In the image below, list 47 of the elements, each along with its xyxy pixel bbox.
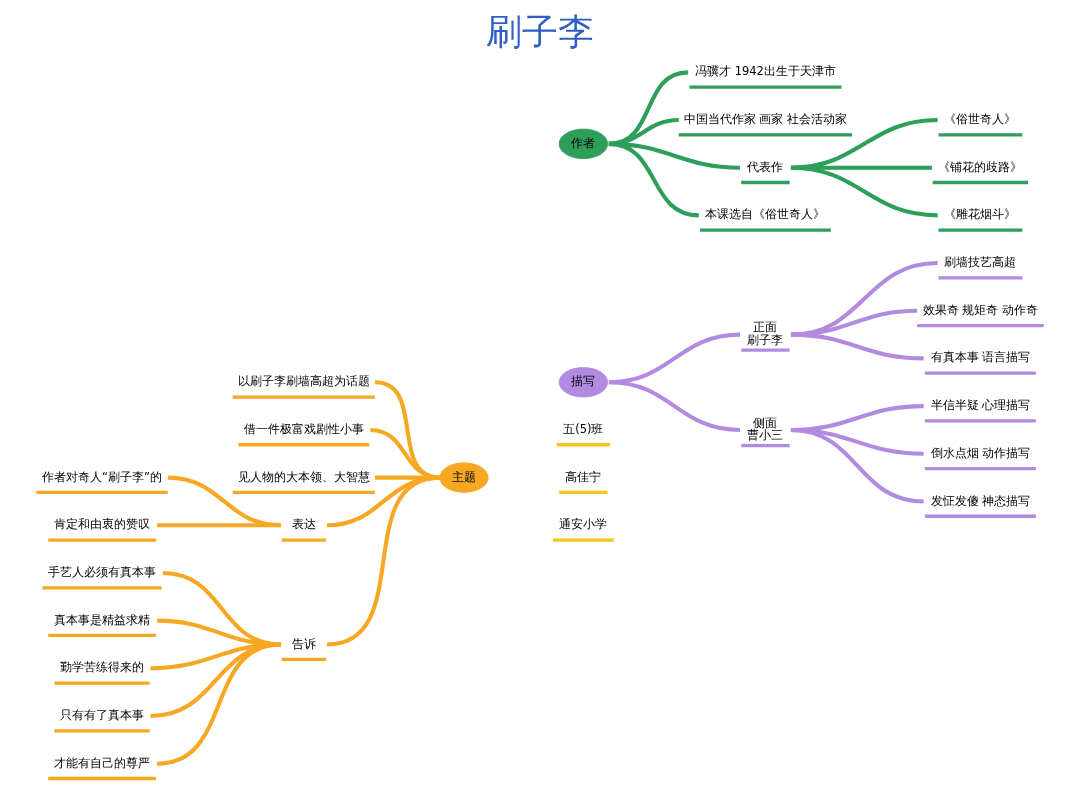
connector [608, 380, 741, 432]
node-text: 正面 刷子李 [747, 320, 784, 347]
connector [150, 642, 282, 719]
connector [790, 165, 938, 218]
node-text: 《俗世奇人》 [944, 112, 1017, 127]
node-text: 侧面 曹小三 [747, 415, 784, 443]
connector [326, 475, 441, 647]
connector [157, 618, 281, 647]
node-ellipse: 主题 [439, 462, 489, 493]
label: 通安小学 [559, 517, 608, 532]
node-text: 代表作 [747, 159, 784, 174]
node-text: 以刷子李刷墙高超为话题 [237, 374, 370, 389]
node-text: 《铺花的歧路》 [938, 159, 1023, 174]
connector [370, 427, 441, 480]
connector [790, 261, 938, 337]
connector [790, 308, 918, 337]
node-text: 借一件极富戏剧性小事 [243, 421, 364, 436]
node-text: 肯定和由衷的赞叹 [54, 517, 151, 532]
node-text: 表达 [291, 517, 316, 532]
node-text: 只有有了真本事 [60, 708, 145, 723]
node-text: 倒水点烟 动作描写 [930, 445, 1031, 460]
node-text: 《雕花烟斗》 [944, 207, 1017, 222]
node-text: 作者对奇人“刷子李”的 [42, 469, 163, 484]
node-text: 有真本事 语言描写 [930, 350, 1031, 365]
node-text: 才能有自己的尊严 [54, 755, 151, 770]
node-text: 冯骥才 1942出生于天津市 [694, 64, 836, 79]
connector [156, 642, 282, 766]
node-text: 发怔发傻 神态描写 [930, 493, 1031, 508]
connector [157, 523, 281, 528]
node-text: 刷墙技艺高超 [944, 255, 1017, 270]
connector [608, 141, 700, 218]
node-ellipse: 描写 [558, 367, 608, 398]
node-text: 见人物的大本领、大智慧 [237, 469, 370, 484]
node-text: 勤学苦练得来的 [60, 660, 145, 675]
diagram-title: 刷子李 [486, 9, 594, 53]
label: 高佳宁 [565, 469, 602, 484]
label: 五(5)班 [563, 421, 604, 436]
node-text: 告诉 [291, 636, 316, 651]
connector [790, 332, 924, 361]
node-ellipse: 作者 [558, 128, 608, 160]
node-text: 手艺人必须有真本事 [48, 565, 157, 580]
connector [790, 427, 924, 504]
node-text: 效果奇 规矩奇 动作奇 [922, 302, 1039, 317]
node-text: 中国当代作家 画家 社会活动家 [683, 112, 848, 127]
node-text: 半信半疑 心理描写 [930, 398, 1031, 413]
node-text: 本课选自《俗世奇人》 [705, 207, 826, 222]
node-text: 真本事是精益求精 [54, 612, 151, 627]
